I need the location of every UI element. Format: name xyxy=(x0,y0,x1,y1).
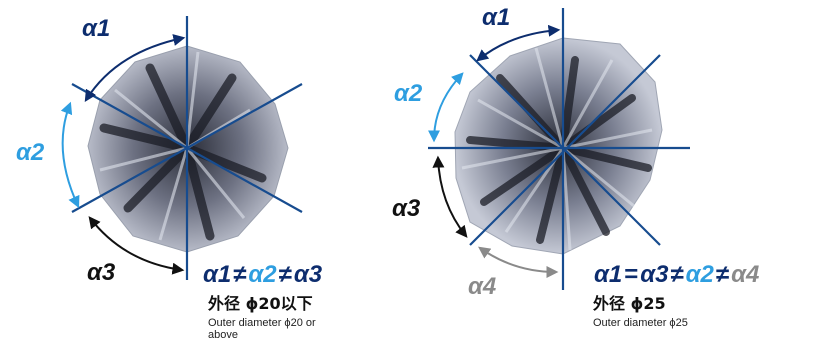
right-formula-op-1: = xyxy=(624,261,639,288)
left-formula-term-1: α1 xyxy=(203,261,232,288)
right-formula: α1=α3≠α2≠α4 xyxy=(594,263,759,287)
left-arc-a3 xyxy=(88,216,185,275)
left-formula: α1≠α2≠α3 xyxy=(203,263,322,287)
right-formula-op-2: ≠ xyxy=(670,261,684,288)
left-arc-a2 xyxy=(60,101,80,209)
right-formula-term-3: α2 xyxy=(685,261,714,288)
left-guide-lines xyxy=(71,16,303,280)
right-formula-op-3: ≠ xyxy=(715,261,730,288)
right-label-alpha1: α1 xyxy=(482,4,511,31)
left-caption-jp: 外径 ϕ20以下 xyxy=(208,294,313,313)
right-arc-a1 xyxy=(476,24,561,62)
right-caption-jp: 外径 ϕ25 xyxy=(593,294,666,313)
right-label-alpha4: α4 xyxy=(468,273,497,300)
left-caption-en: Outer diameter ϕ20 or above xyxy=(208,317,316,341)
right-arc-a3 xyxy=(432,155,468,238)
left-label-alpha3: α3 xyxy=(87,259,116,286)
left-label-alpha1: α1 xyxy=(82,15,111,42)
left-formula-term-3: α3 xyxy=(293,261,323,288)
right-arc-a2 xyxy=(428,72,464,143)
right-formula-term-1: α1 xyxy=(594,261,623,288)
right-guide-lines xyxy=(428,8,690,290)
left-formula-op-1: ≠ xyxy=(233,261,247,288)
left-formula-term-2: α2 xyxy=(248,261,277,288)
left-formula-op-2: ≠ xyxy=(278,261,292,288)
right-formula-term-4: α4 xyxy=(731,261,760,288)
left-arc-a1 xyxy=(84,34,186,103)
right-label-alpha3: α3 xyxy=(392,195,421,222)
right-label-alpha2: α2 xyxy=(394,80,423,107)
right-caption-en: Outer diameter ϕ25 xyxy=(593,317,688,329)
right-formula-term-2: α3 xyxy=(640,261,669,288)
left-label-alpha2: α2 xyxy=(16,139,45,166)
right-arc-a4 xyxy=(478,246,559,278)
